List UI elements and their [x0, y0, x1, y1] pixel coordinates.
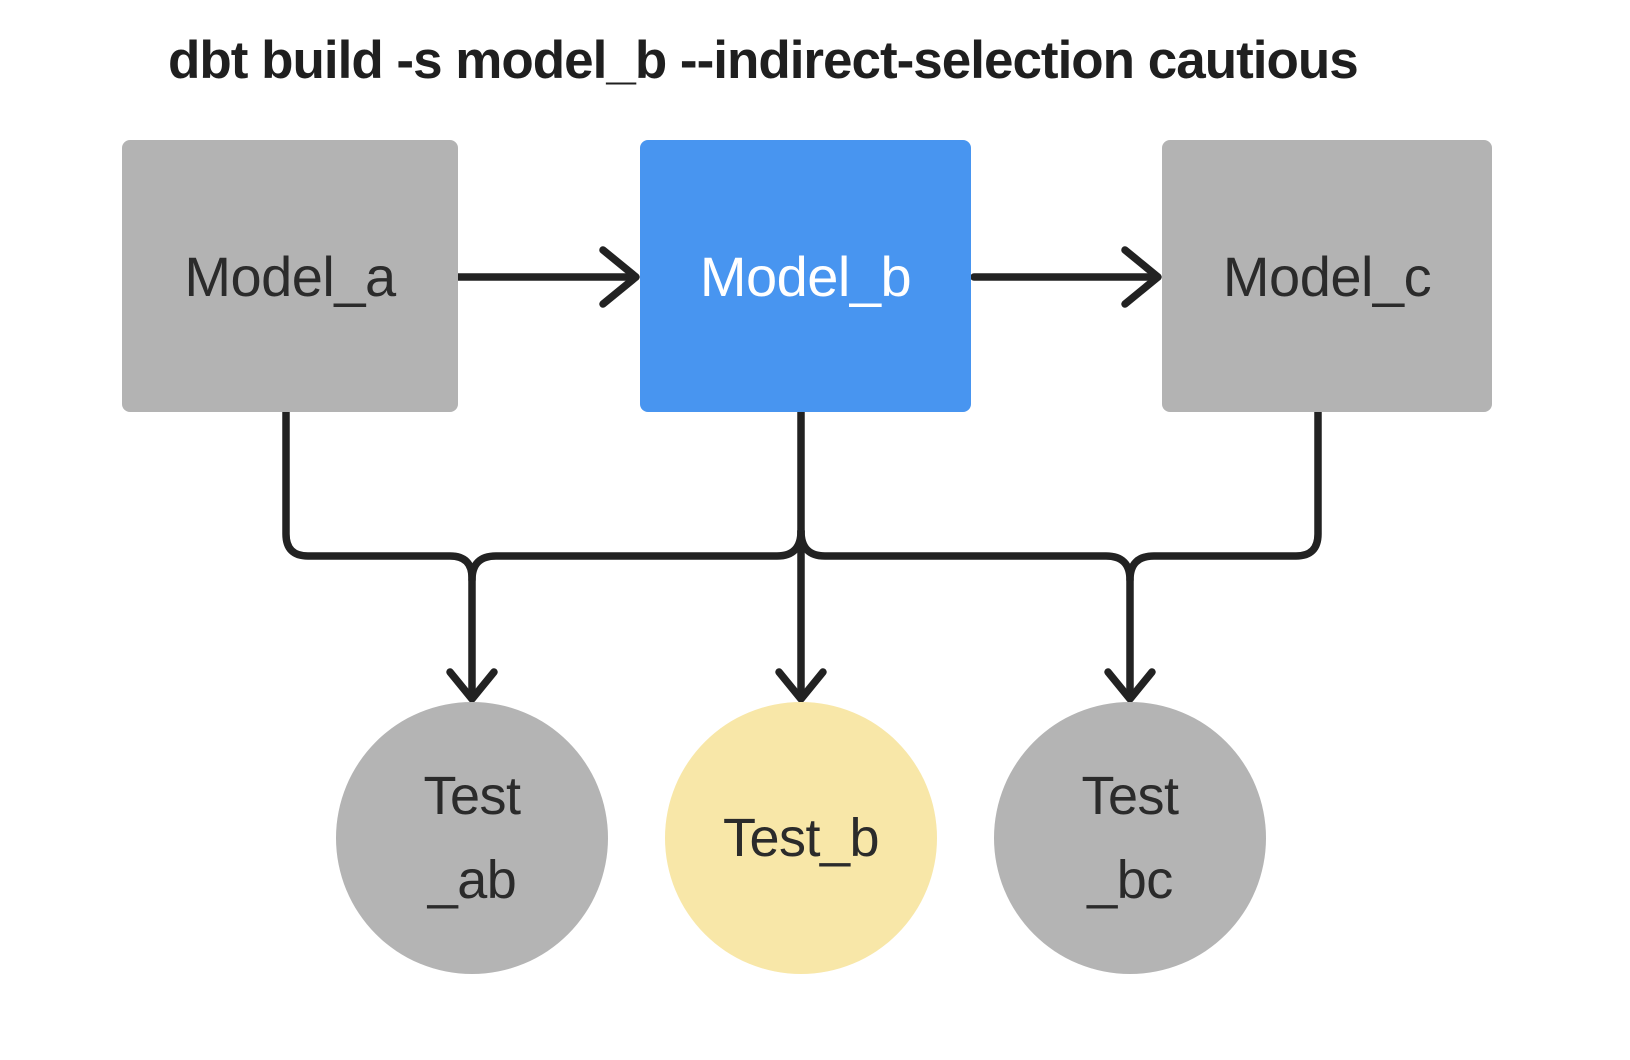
arrowhead-model-b-model-c: [1121, 246, 1162, 308]
node-model-b-label: Model_b: [699, 244, 912, 308]
node-model-b: Model_b: [640, 140, 971, 412]
node-test-b: Test_b: [665, 702, 937, 974]
node-model-a-label: Model_a: [184, 244, 396, 308]
edge-model-b-test-bc: [797, 527, 1134, 584]
node-test-bc-label-line1: Test: [1081, 766, 1179, 826]
diagram-title: dbt build -s model_b --indirect-selectio…: [168, 31, 1359, 90]
arrowhead-test-ab: [446, 668, 498, 703]
node-model-c: Model_c: [1162, 140, 1492, 412]
node-test-b-label: Test_b: [722, 808, 880, 868]
node-test-ab-label-line1: Test: [423, 766, 521, 826]
node-test-ab: Test _ab: [336, 702, 608, 974]
edge-model-b-test-ab: [468, 527, 805, 584]
arrowhead-test-bc: [1104, 668, 1156, 703]
node-test-bc: Test _bc: [994, 702, 1266, 974]
node-test-ab-label-line2: _ab: [427, 850, 517, 910]
node-model-a: Model_a: [122, 140, 458, 412]
node-model-c-label: Model_c: [1222, 244, 1432, 308]
edge-model-a-test-ab: [282, 408, 476, 700]
node-test-bc-label-line2: _bc: [1087, 850, 1173, 910]
edge-model-c-test-bc: [1126, 408, 1322, 700]
arrowhead-model-a-model-b: [599, 246, 640, 308]
arrowhead-test-b: [775, 668, 827, 703]
